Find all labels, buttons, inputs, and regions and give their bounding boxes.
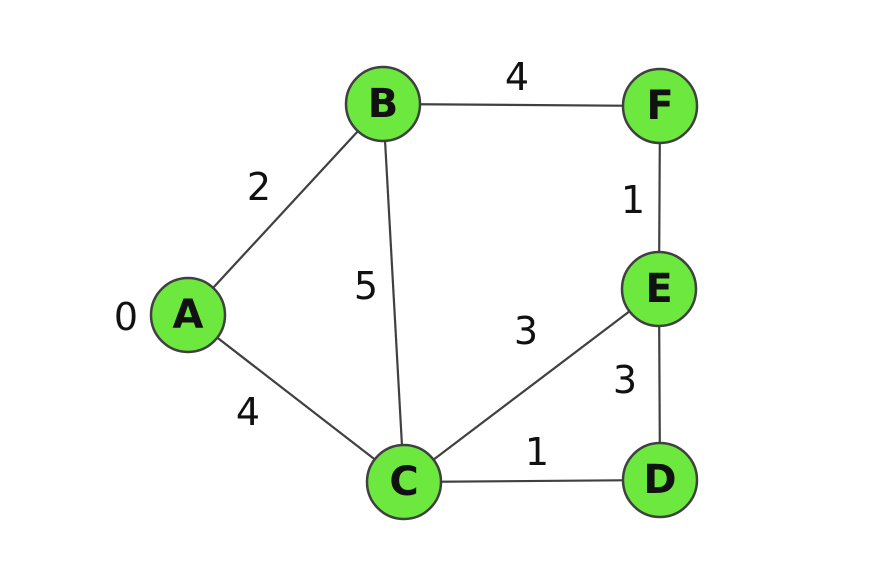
edge-b-c [381,103,406,483]
graph-node-d [621,441,699,519]
node-label-a: A [173,292,204,338]
edge-weight-c-e: 3 [514,309,538,353]
graph-node-a [149,276,227,354]
node-annotation-a: 0 [114,295,138,339]
edge-weight-f-e: 1 [621,178,645,222]
node-label-b: B [368,81,399,127]
node-label-c: C [389,459,418,505]
graph-node-f [621,67,699,145]
graph-node-b [344,65,422,143]
edge-weight-c-d: 1 [525,430,549,474]
edge-weight-a-c: 4 [236,390,260,434]
graph-node-e [620,250,698,328]
edge-weight-b-c: 5 [354,264,378,308]
edge-a-c [187,314,405,483]
node-label-d: D [643,457,676,503]
node-label-e: E [645,266,672,312]
edge-a-b [187,103,384,316]
edge-weight-b-f: 4 [505,55,529,99]
edge-b-f [382,102,661,108]
edge-weight-a-b: 2 [247,165,271,209]
edge-c-d [403,478,661,484]
edge-c-e [403,288,660,483]
edge-weight-e-d: 3 [613,358,637,402]
graph-node-c [365,443,443,521]
node-label-f: F [646,83,673,129]
